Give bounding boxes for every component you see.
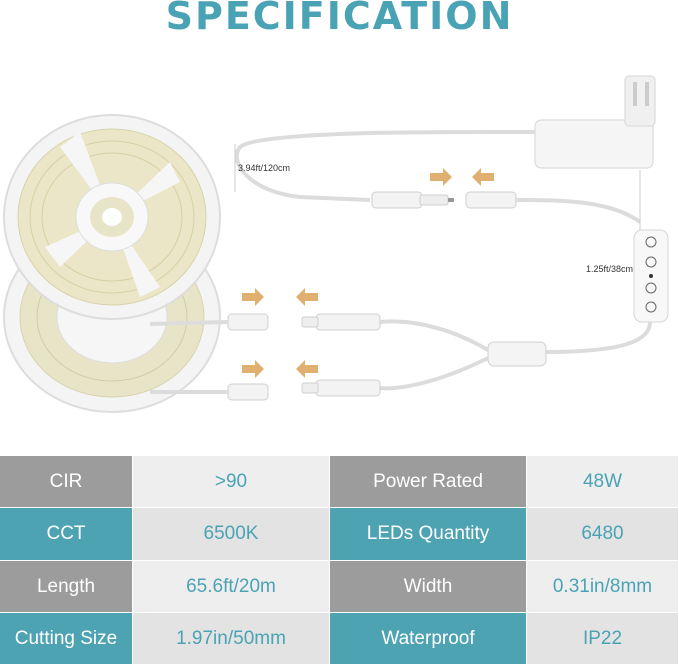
spec-label-cct: CCT xyxy=(0,508,133,561)
dc-connector-bottom xyxy=(150,379,381,401)
cable-length-label: 3.94ft/120cm xyxy=(238,163,291,173)
page-title: SPECIFICATION xyxy=(165,0,514,38)
arrow-left-icon xyxy=(472,168,494,186)
spec-label-leds: LEDs Quantity xyxy=(330,508,527,561)
spec-label-waterproof: Waterproof xyxy=(330,613,527,665)
spec-value-leds: 6480 xyxy=(527,508,679,561)
spec-value-cct: 6500K xyxy=(133,508,330,561)
spec-value-cir: >90 xyxy=(133,456,330,508)
spec-label-width: Width xyxy=(330,561,527,613)
spec-value-width: 0.31in/8mm xyxy=(527,561,679,613)
spec-table: CIR >90 Power Rated 48W CCT 6500K LEDs Q… xyxy=(0,456,679,665)
arrow-right-icon xyxy=(430,168,452,186)
spec-label-cutting: Cutting Size xyxy=(0,613,133,665)
arrow-right-icon xyxy=(242,360,264,378)
led-reel-front xyxy=(3,114,221,320)
spec-value-length: 65.6ft/20m xyxy=(133,561,330,613)
dc-connector-top xyxy=(371,191,642,224)
spec-label-length: Length xyxy=(0,561,133,613)
spec-value-power: 48W xyxy=(527,456,679,508)
spec-label-cir: CIR xyxy=(0,456,133,508)
wiring-diagram xyxy=(3,75,669,413)
spec-value-waterproof: IP22 xyxy=(527,613,679,665)
y-splitter xyxy=(379,319,547,391)
arrow-left-icon xyxy=(296,288,318,306)
arrow-left-icon xyxy=(296,360,318,378)
product-diagram: 3.94ft/120cm 1.25ft/38cm xyxy=(0,52,679,447)
remote-controller xyxy=(633,170,669,323)
spec-value-cutting: 1.97in/50mm xyxy=(133,613,330,665)
dc-connector-middle xyxy=(149,313,381,331)
spec-label-power: Power Rated xyxy=(330,456,527,508)
arrow-right-icon xyxy=(242,288,264,306)
power-adapter xyxy=(534,75,656,169)
controller-cable-length-label: 1.25ft/38cm xyxy=(586,264,634,274)
